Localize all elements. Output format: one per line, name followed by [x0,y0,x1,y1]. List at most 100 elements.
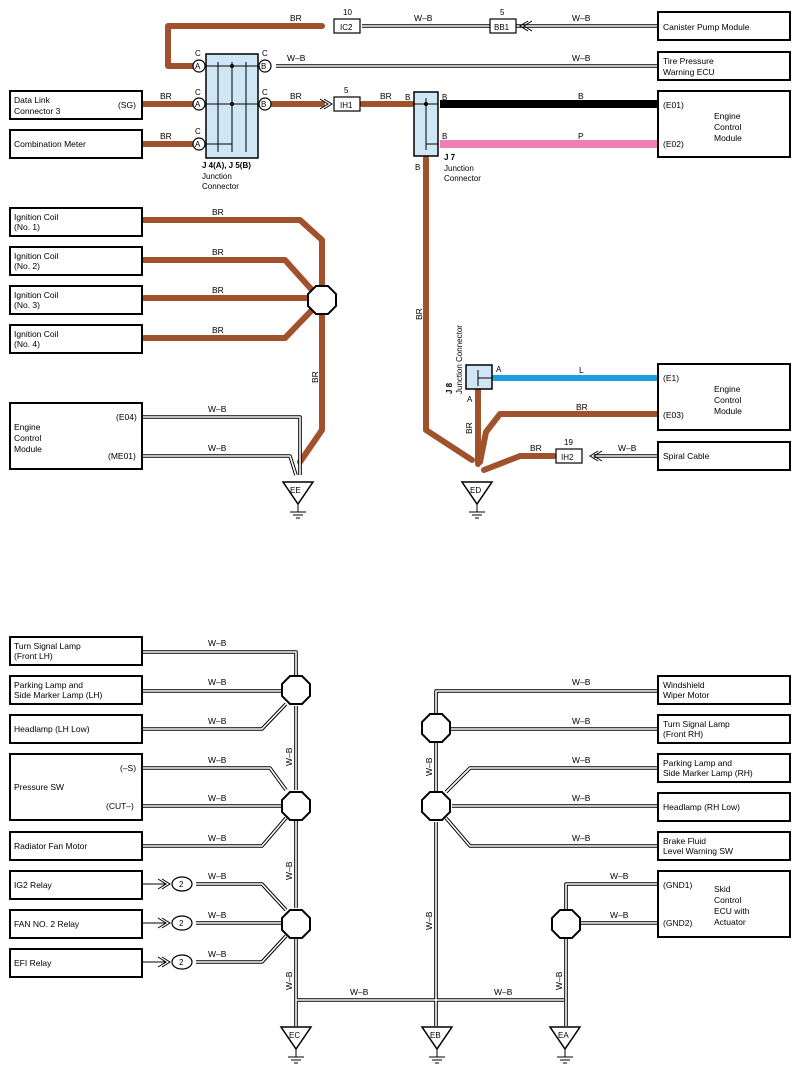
wire-label: P [578,131,584,141]
skid-label-2: Control [714,895,742,905]
inline-connectors [333,18,583,464]
j7-pin-b-left: B [405,93,410,102]
brake-label-2: Level Warning SW [663,846,733,856]
spiral-cable-label: Spiral Cable [663,451,710,461]
bb1-label: BB1 [494,23,510,32]
wiper-label-1: Windshield [663,680,705,690]
skid-label-1: Skid [714,884,731,894]
junction-j45: A A A B B C C C C C J 4(A), J 5(B) Junct… [192,49,272,191]
j45-pin-c-5: C [262,88,268,97]
j7-sub-1: Junction [444,164,474,173]
ignition-coil-1-label-1: Ignition Coil [14,212,59,222]
canister-pump-label: Canister Pump Module [663,22,750,32]
wire-label: W–B [424,757,434,776]
j8-pin-a-right: A [496,365,502,374]
combination-meter-label: Combination Meter [14,139,86,149]
ecm2-pin-me01: (ME01) [108,451,136,461]
ground-symbols [279,481,582,1051]
efi-relay-label: EFI Relay [14,958,52,968]
ecm3-pin-e03: (E03) [663,410,684,420]
skid-pin-gnd1: (GND1) [663,880,692,890]
wire-label: BR [290,91,302,101]
wire-label: BR [464,422,474,434]
j45-pin-c-2: C [195,88,201,97]
inline-connector-labels: IC2 10 BB1 5 IH1 5 IH2 19 [340,8,574,462]
j5-pin-b-1: B [261,62,266,71]
j7-title: J 7 [444,153,456,162]
wire-label: W–B [284,971,294,990]
ecm2-label-1: Engine [14,422,41,432]
skid-label-4: Actuator [714,917,746,927]
turn-rh-label-1: Turn Signal Lamp [663,719,730,729]
ecm1-pin-e02: (E02) [663,139,684,149]
brake-label-1: Brake Fluid [663,836,706,846]
wire-label: L [579,365,584,375]
head-lh-label: Headlamp (LH Low) [14,724,90,734]
br-wires-top [140,23,661,473]
ic2-label: IC2 [340,23,353,32]
turn-lh-label-1: Turn Signal Lamp [14,641,81,651]
wire-labels: BR W–B W–B W–B W–B BR BR BR BR B P BR BR… [160,13,637,997]
park-rh-label-1: Parking Lamp and [663,758,732,768]
ignition-coil-2-label-1: Ignition Coil [14,251,59,261]
ecm2-label-2: Control [14,433,42,443]
wire-label: BR [414,308,424,320]
j45-title: J 4(A), J 5(B) [202,161,251,170]
ecm1-label-3: Module [714,133,742,143]
fan2-relay-label: FAN NO. 2 Relay [14,919,80,929]
wire-label: W–B [572,677,591,687]
wire-label: BR [380,91,392,101]
ignition-coil-4-label-1: Ignition Coil [14,329,59,339]
ih1-label: IH1 [340,101,353,110]
j4-pin-a-2: A [195,100,201,109]
head-rh-label: Headlamp (RH Low) [663,802,740,812]
ecm3-label-2: Control [714,395,742,405]
ih1-number: 5 [344,86,349,95]
park-lh-label-1: Parking Lamp and [14,680,83,690]
wire-label: BR [160,131,172,141]
wire-label: BR [212,207,224,217]
module-labels: Canister Pump Module Tire Pressure Warni… [14,22,753,968]
wire-label: W–B [572,716,591,726]
junction-j8: A A J 8 Junction Connector [445,325,502,404]
ecm2-label-3: Module [14,444,42,454]
ig2-relay-label: IG2 Relay [14,880,53,890]
ignition-coil-3-label-2: (No. 3) [14,300,40,310]
skid-pin-gnd2: (GND2) [663,918,692,928]
b-p-wires [440,100,658,148]
wire-label: W–B [572,755,591,765]
relay-pin-connectors: 2 2 2 [171,876,193,970]
ecm2-pin-e04: (E04) [116,412,137,422]
bb1-number: 5 [500,8,505,17]
wire-label: W–B [208,910,227,920]
ground-ec: EC [289,1031,300,1040]
j7-pin-b-mid: B [442,132,447,141]
ih2-label: IH2 [561,453,574,462]
pressure-pin-s: (–S) [120,763,136,773]
wire-label: W–B [610,910,629,920]
ecm1-label-1: Engine [714,111,741,121]
ignition-coil-1-label-2: (No. 1) [14,222,40,232]
wire-label: W–B [610,871,629,881]
wire-label: BR [212,247,224,257]
wire-label: W–B [208,443,227,453]
wire-label: W–B [572,53,591,63]
wire-label: W–B [572,833,591,843]
ground-ed: ED [470,486,481,495]
j8-sub: Junction Connector [455,325,464,394]
ground-labels: EE ED EC EB EA [289,486,569,1040]
wire-label: BR [310,371,320,383]
wire-label: W–B [208,755,227,765]
wire-label: BR [576,402,588,412]
j45-pin-c-4: C [262,49,268,58]
ground-eb: EB [430,1031,441,1040]
wire-label: W–B [208,638,227,648]
ecm3-label-3: Module [714,406,742,416]
junction-j7: B B B B J 7 Junction Connector [405,91,481,183]
wire-label: W–B [350,987,369,997]
j45-sub-1: Junction [202,172,232,181]
ecm3-label-1: Engine [714,384,741,394]
ground-ee: EE [290,486,301,495]
j5-pin-b-2: B [261,100,266,109]
